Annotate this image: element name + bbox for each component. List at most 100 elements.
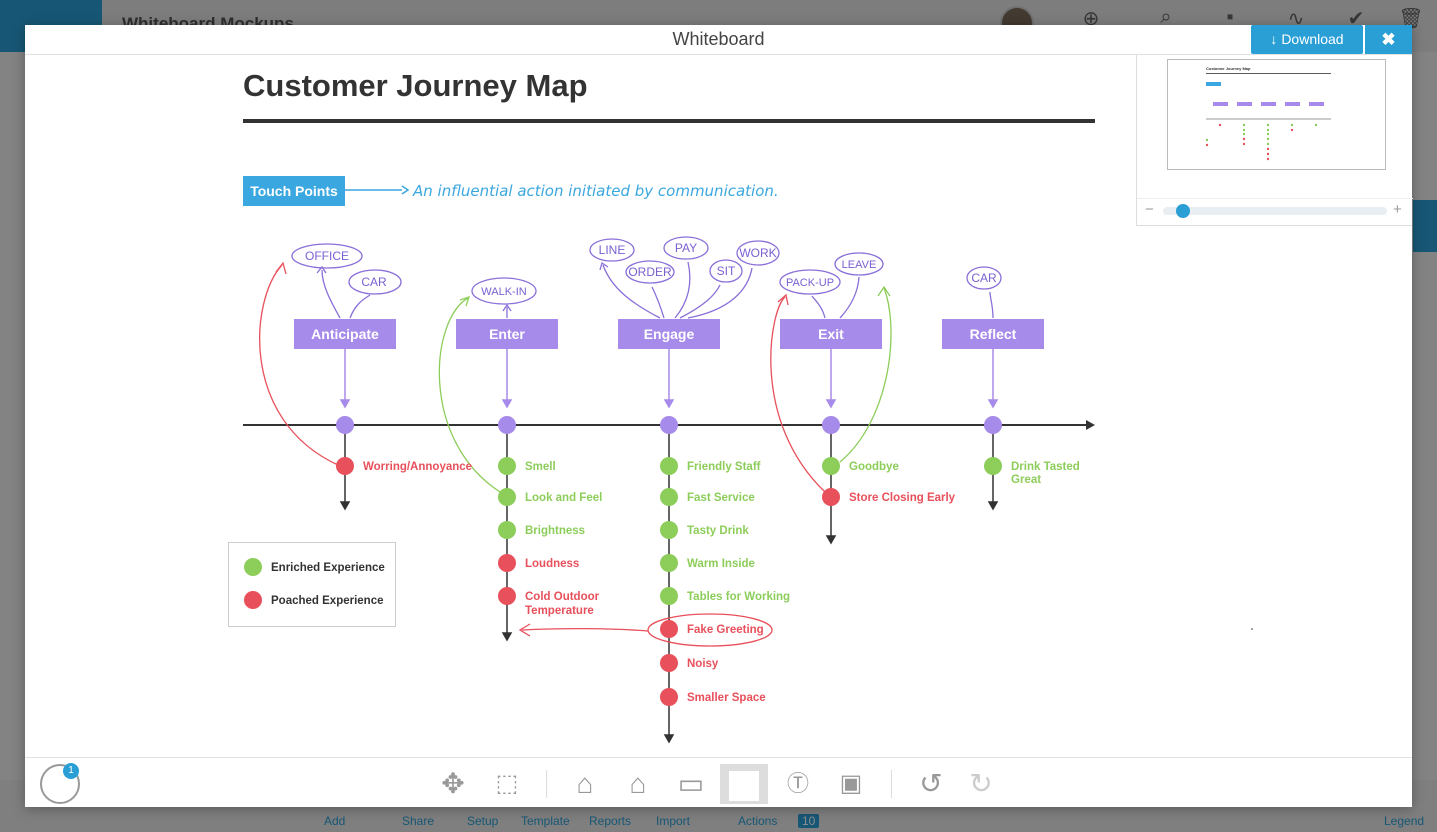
note-pack-up: PACK-UP: [786, 277, 834, 289]
point-label: Worring/Annoyance: [363, 461, 472, 473]
note-leave: LEAVE: [842, 259, 877, 271]
touch-points-label: Touch Points: [250, 183, 338, 199]
check-icon[interactable]: ✔: [1347, 8, 1365, 30]
zoom-out-button[interactable]: −: [1145, 201, 1154, 218]
note-work: WORK: [739, 246, 776, 260]
timeline-dot: [984, 416, 1002, 434]
search-icon[interactable]: ⌕: [1160, 6, 1172, 28]
note-sit: SIT: [717, 264, 736, 278]
nav-share[interactable]: Share: [402, 814, 435, 828]
stage-reflect: Reflect: [942, 319, 1044, 349]
timeline-dot: [822, 416, 840, 434]
undo-icon[interactable]: ↺: [919, 768, 943, 799]
legend-poached: Poached Experience: [271, 595, 384, 607]
nav-setup[interactable]: Setup: [467, 814, 499, 828]
point-label: Drink Tasted: [1011, 461, 1080, 473]
toolbar-divider: [546, 770, 547, 798]
journey-map: Customer Journey Map Touch Points An inf…: [228, 68, 1253, 744]
stage-label: Reflect: [970, 326, 1017, 342]
zoom-control: − +: [1137, 198, 1413, 226]
eraser-tool-icon[interactable]: [720, 764, 768, 804]
note-pay: PAY: [675, 241, 697, 255]
point-label: Fake Greeting: [687, 624, 764, 636]
count-badge: 10: [798, 814, 820, 828]
touch-points-note: An influential action initiated by commu…: [412, 182, 779, 200]
timeline-dot: [336, 416, 354, 434]
image-tool-icon[interactable]: ▣: [839, 770, 863, 797]
point-label: Loudness: [525, 558, 579, 570]
stage-label: Enter: [489, 326, 525, 342]
nav-add[interactable]: Add: [324, 814, 346, 828]
point-label: Store Closing Early: [849, 492, 956, 504]
user-icon[interactable]: [40, 764, 80, 804]
nav-legend[interactable]: Legend: [1384, 814, 1425, 828]
title-rule: [243, 119, 1095, 123]
download-button[interactable]: ↓ Download: [1251, 25, 1363, 54]
chat-icon[interactable]: ▪: [1226, 6, 1234, 28]
highlighter-tool-icon[interactable]: ▭: [677, 768, 705, 799]
zoom-slider[interactable]: [1163, 207, 1387, 215]
stage-label: Anticipate: [311, 326, 379, 342]
point-label: Look and Feel: [525, 492, 602, 504]
text-tool-icon[interactable]: Ⓣ: [786, 771, 809, 796]
point-label: Tasty Drink: [687, 525, 749, 537]
point-label: Goodbye: [849, 461, 899, 473]
marker-tool-icon[interactable]: ⌂: [629, 768, 647, 799]
close-button[interactable]: ✖: [1365, 25, 1412, 54]
svg-text:Customer Journey Map: Customer Journey Map: [1206, 66, 1251, 71]
user-badge: 1: [63, 763, 79, 779]
point-label: Brightness: [525, 525, 585, 537]
select-tool-icon[interactable]: ⬚: [495, 770, 519, 797]
point-label: Smell: [525, 461, 556, 473]
minimap[interactable]: Customer Journey Map: [1136, 55, 1413, 226]
stage-anticipate: Anticipate: [294, 319, 396, 349]
point-label: Fast Service: [687, 492, 755, 504]
timeline-dot: [660, 416, 678, 434]
point-label: Cold Outdoor: [525, 591, 600, 603]
point-label: Friendly Staff: [687, 461, 761, 473]
stage-enter: Enter: [456, 319, 558, 349]
help-icon[interactable]: ⊕: [1082, 8, 1100, 30]
pen-tool-icon[interactable]: ⌂: [576, 768, 594, 799]
legend: Enriched Experience Poached Experience: [228, 542, 396, 627]
experience-dots: [336, 457, 1002, 706]
note-office: OFFICE: [305, 249, 349, 263]
zoom-in-button[interactable]: +: [1393, 201, 1402, 218]
touch-points-box: [243, 176, 345, 206]
download-label: Download: [1281, 31, 1344, 47]
zoom-handle[interactable]: [1176, 204, 1190, 218]
note-car: CAR: [361, 275, 387, 289]
note-order: ORDER: [628, 265, 672, 279]
stage-label: Exit: [818, 326, 844, 342]
point-label: Great: [1011, 474, 1041, 486]
note-walk-in: WALK-IN: [481, 286, 526, 298]
redo-icon[interactable]: ↻: [969, 768, 993, 799]
point-label: Temperature: [525, 605, 594, 617]
nav-actions[interactable]: Actions: [738, 814, 778, 828]
nav-template[interactable]: Template: [521, 814, 570, 828]
download-icon: ↓: [1270, 31, 1278, 47]
point-label: Warm Inside: [687, 558, 755, 570]
activity-icon[interactable]: ∿: [1287, 8, 1305, 30]
trash-icon[interactable]: 🗑: [1398, 8, 1424, 30]
note-car-reflect: CAR: [971, 271, 997, 285]
stage-notes: [291, 236, 1002, 319]
modal-title: Whiteboard: [25, 25, 1412, 55]
move-tool-icon[interactable]: ✥: [441, 768, 465, 799]
timeline-dot: [498, 416, 516, 434]
stage-label: Engage: [644, 326, 695, 342]
stage-exit: Exit: [780, 319, 882, 349]
whiteboard-modal: Whiteboard ↓ Download ✖ Customer Journey…: [25, 25, 1413, 807]
whiteboard-toolbar: 1 ✥ ⬚ ⌂ ⌂ ▭ Ⓣ ▣ ↺ ↻: [25, 757, 1412, 807]
nav-reports[interactable]: Reports: [589, 814, 632, 828]
point-label: Noisy: [687, 658, 719, 670]
point-label: Smaller Space: [687, 692, 766, 704]
side-tab[interactable]: [1413, 200, 1437, 252]
stage-engage: Engage: [618, 319, 720, 349]
legend-enriched: Enriched Experience: [271, 562, 385, 574]
note-line: LINE: [599, 243, 626, 257]
page-title: Customer Journey Map: [243, 68, 588, 103]
minimap-preview[interactable]: Customer Journey Map: [1167, 59, 1386, 170]
whiteboard-canvas[interactable]: Customer Journey Map Touch Points An inf…: [25, 55, 1412, 757]
nav-import[interactable]: Import: [656, 814, 691, 828]
